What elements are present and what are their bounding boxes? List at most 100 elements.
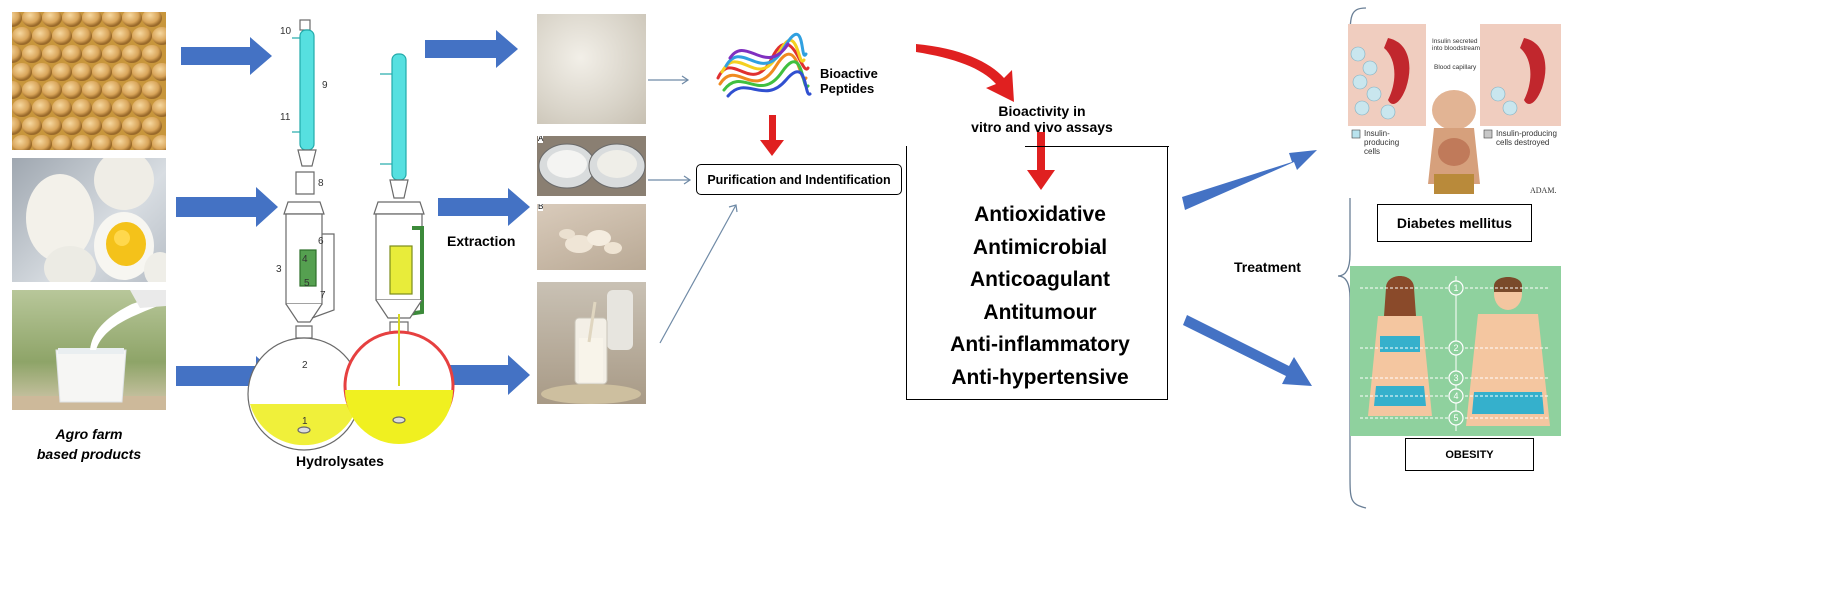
soybean xyxy=(142,12,162,27)
arrow-curved-to-bioactivity xyxy=(916,44,1014,102)
soybean xyxy=(22,12,42,27)
soybean xyxy=(22,45,42,63)
powder-photo xyxy=(537,14,646,124)
soybean xyxy=(72,63,92,81)
soybeans-photo xyxy=(12,12,166,150)
soybean xyxy=(152,27,166,45)
soybean xyxy=(142,81,162,99)
bioactive-peptides-line1: Bioactive xyxy=(820,66,878,81)
legend-cells-destroyed: Insulin-producing cells destroyed xyxy=(1496,129,1557,147)
purification-box: Purification and Indentification xyxy=(696,164,902,195)
sources-caption-line2: based products xyxy=(36,446,142,462)
soybean xyxy=(42,12,62,27)
soybean xyxy=(82,117,102,135)
soybean xyxy=(52,99,72,117)
soybean xyxy=(132,135,152,150)
bioactivity-heading-line1: Bioactivity in xyxy=(998,103,1086,119)
soybean xyxy=(72,135,92,150)
soybean xyxy=(32,27,52,45)
activity-anti-hypertensive: Anti-hypertensive xyxy=(951,365,1129,389)
soybean xyxy=(142,45,162,63)
soybean xyxy=(122,117,142,135)
extraction-label: Extraction xyxy=(447,233,516,249)
arrow-to-obesity xyxy=(1183,315,1312,386)
panel-letter-a: A xyxy=(538,136,544,143)
peptide-ribbon-graphic xyxy=(716,32,812,98)
soybean xyxy=(32,63,52,81)
arrow-to-diabetes xyxy=(1182,150,1317,210)
soybean xyxy=(52,63,72,81)
activity-antimicrobial: Antimicrobial xyxy=(972,235,1108,259)
apparatus-label-4: 4 xyxy=(302,254,308,265)
soybean xyxy=(92,27,112,45)
soybean xyxy=(142,117,162,135)
soybean xyxy=(122,81,142,99)
soybean xyxy=(102,45,122,63)
soybean xyxy=(12,99,32,117)
obesity-illustration: 1 2 3 4 5 xyxy=(1350,266,1561,436)
soybean xyxy=(42,45,62,63)
soybean xyxy=(112,63,132,81)
soybean xyxy=(32,99,52,117)
hydrolysates-caption: Hydrolysates xyxy=(296,453,384,469)
boiled-eggs-photo xyxy=(12,158,166,282)
bioactivity-heading-line2: vitro and vivo assays xyxy=(971,119,1113,135)
soybean xyxy=(72,27,92,45)
soybean xyxy=(132,27,152,45)
obesity-marker-5: 5 xyxy=(1453,413,1458,423)
soybean xyxy=(92,99,112,117)
apparatus-label-8: 8 xyxy=(318,178,324,189)
soybean xyxy=(12,117,22,135)
soybean xyxy=(12,135,32,150)
apparatus-label-5: 5 xyxy=(304,278,310,289)
sources-caption-line1: Agro farm xyxy=(55,426,123,442)
curd-photo: B xyxy=(537,204,646,270)
panel-letter-b: B xyxy=(538,204,544,211)
adam-credit: ADAM. xyxy=(1530,186,1557,195)
soybean xyxy=(152,135,166,150)
obesity-marker-2: 2 xyxy=(1453,343,1458,353)
soybean xyxy=(132,99,152,117)
soybean xyxy=(22,81,42,99)
obesity-marker-4: 4 xyxy=(1453,391,1458,401)
soybean xyxy=(32,135,52,150)
activity-antioxidative: Antioxidative xyxy=(974,203,1106,226)
soybean xyxy=(62,117,82,135)
arrow-peptides-to-purification xyxy=(760,115,784,156)
activity-antitumour: Antitumour xyxy=(983,300,1097,324)
soybean xyxy=(82,81,102,99)
soybean xyxy=(62,12,82,27)
soybean xyxy=(42,117,62,135)
apparatus-label-7: 7 xyxy=(320,290,326,301)
apparatus-label-11: 11 xyxy=(280,112,291,123)
bioactivity-heading: Bioactivity in vitro and vivo assays xyxy=(957,103,1127,135)
apparatus-running xyxy=(343,53,455,444)
bioactivity-frame xyxy=(906,146,1169,400)
soybean xyxy=(42,81,62,99)
soybean xyxy=(92,135,112,150)
apparatus-labelled xyxy=(247,19,361,451)
soybean xyxy=(112,135,132,150)
sources-caption: Agro farm based products xyxy=(28,424,150,464)
diabetes-illustration: Insulin secreted into bloodstream Blood … xyxy=(1348,24,1561,198)
activity-list: Antioxidative Antimicrobial Anticoagulan… xyxy=(930,199,1150,394)
oat-milk-photo xyxy=(537,282,646,404)
soybean xyxy=(82,45,102,63)
soybean xyxy=(62,45,82,63)
soybean xyxy=(62,81,82,99)
whey-bowls-photo: A xyxy=(537,136,646,196)
bioactivity-frame-top-right xyxy=(1025,146,1169,147)
hydrolysis-apparatus-diagram: 10 9 11 8 3 4 5 6 7 2 1 xyxy=(247,19,455,451)
bioactive-peptides-line2: Peptides xyxy=(820,81,875,96)
soybean xyxy=(122,12,142,27)
annotation-blood-capillary: Blood capillary xyxy=(1434,64,1477,71)
soybean xyxy=(72,99,92,117)
soybean xyxy=(102,117,122,135)
soybean xyxy=(112,27,132,45)
connector-3 xyxy=(659,204,737,344)
soybean xyxy=(152,63,166,81)
arrow-soy-to-hydrolysis xyxy=(181,37,272,75)
apparatus-label-1: 1 xyxy=(302,416,308,427)
soybean xyxy=(12,45,22,63)
soybean xyxy=(22,117,42,135)
